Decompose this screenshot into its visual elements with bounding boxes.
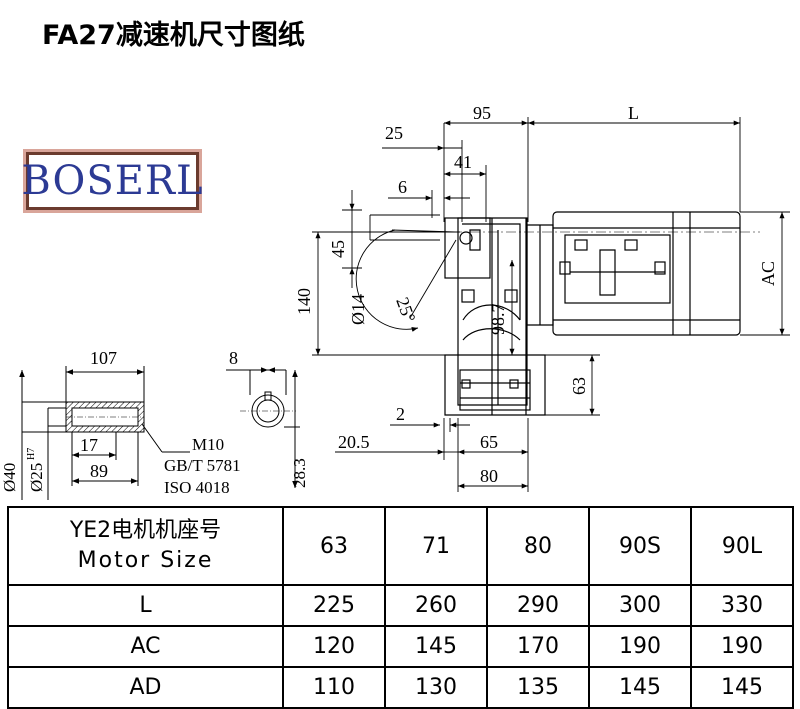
dim-95: 95 (473, 103, 491, 123)
table-cell: 145 (588, 666, 692, 709)
dim-25-diameter: Ø25 (27, 463, 46, 492)
table-row: L 225 260 290 300 330 (7, 584, 794, 627)
dim-8: 8 (229, 348, 238, 368)
dim-89: 89 (90, 461, 108, 481)
table-cell: 290 (486, 584, 590, 627)
dim-40-diameter: Ø40 (0, 463, 19, 492)
row-label: L (7, 584, 284, 627)
dim-63: 63 (569, 377, 589, 395)
dim-45: 45 (328, 240, 348, 258)
dim-98-7: 98.7 (488, 304, 508, 336)
table-cell: 300 (588, 584, 692, 627)
bolt-spec-m10: M10 (192, 435, 224, 454)
dim-20-5: 20.5 (338, 432, 370, 452)
size-71: 71 (384, 506, 488, 586)
size-90l: 90L (690, 506, 794, 586)
hollow-shaft-section (19, 366, 300, 500)
header-cn: YE2电机机座号 (69, 518, 222, 543)
dim-140: 140 (294, 288, 314, 315)
brand-logo-text: BOSERL (21, 155, 203, 207)
table-cell: 145 (384, 625, 488, 668)
dimension-labels: 95 L 25 41 6 45 140 Ø14 25° 98.7 AC 63 2… (0, 103, 778, 497)
dim-41: 41 (454, 152, 472, 172)
table-cell: 260 (384, 584, 488, 627)
dim-17: 17 (80, 435, 98, 455)
row-label: AC (7, 625, 284, 668)
size-63: 63 (282, 506, 386, 586)
dim-6: 6 (398, 177, 407, 197)
dim-L: L (628, 103, 639, 123)
table-cell: 145 (690, 666, 794, 709)
table-cell: 130 (384, 666, 488, 709)
dim-80: 80 (480, 466, 498, 486)
gearmotor-outline (444, 211, 741, 416)
motor-size-table: YE2电机机座号 Motor Size 63 71 80 90S 90L L 2… (7, 506, 794, 709)
table-cell: 190 (690, 625, 794, 668)
bolt-spec-gb: GB/T 5781 (164, 456, 241, 475)
table-cell: 225 (282, 584, 386, 627)
dim-2: 2 (396, 404, 405, 424)
table-row: AD 110 130 135 145 145 (7, 666, 794, 709)
tolerance-h7: H7 (26, 448, 37, 460)
dim-25: 25 (385, 123, 403, 143)
header-en: Motor Size (77, 548, 214, 573)
row-label: AD (7, 666, 284, 709)
table-cell: 135 (486, 666, 590, 709)
dim-107: 107 (90, 348, 117, 368)
table-cell: 120 (282, 625, 386, 668)
table-row: AC 120 145 170 190 190 (7, 625, 794, 668)
size-80: 80 (486, 506, 590, 586)
table-cell: 170 (486, 625, 590, 668)
brand-logo: BOSERL (21, 149, 203, 213)
bolt-spec-iso: ISO 4018 (164, 478, 230, 497)
dim-14-diameter: Ø14 (348, 294, 368, 325)
table-header-row: YE2电机机座号 Motor Size 63 71 80 90S 90L (7, 506, 794, 586)
dim-25-degree: 25° (392, 295, 419, 326)
size-90s: 90S (588, 506, 692, 586)
dimension-lines (312, 117, 790, 492)
table-cell: 110 (282, 666, 386, 709)
dimension-drawing: 95 L 25 41 6 45 140 Ø14 25° 98.7 AC 63 2… (0, 103, 790, 500)
dim-AC: AC (758, 261, 778, 286)
page-title: FA27减速机尺寸图纸 (42, 20, 305, 51)
table-cell: 330 (690, 584, 794, 627)
table-cell: 190 (588, 625, 692, 668)
header-cell: YE2电机机座号 Motor Size (7, 506, 284, 586)
dim-28-3: 28.3 (290, 458, 309, 488)
dim-65: 65 (480, 432, 498, 452)
